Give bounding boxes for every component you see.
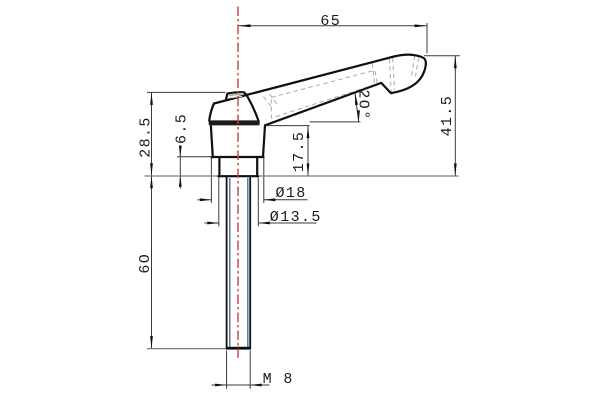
svg-text:6O: 6O [137,253,154,274]
svg-text:17.5: 17.5 [291,131,308,173]
svg-text:6.5: 6.5 [174,113,191,144]
svg-text:28.5: 28.5 [138,116,155,158]
svg-text:M 8: M 8 [263,371,294,388]
svg-text:Ø18: Ø18 [276,185,307,202]
svg-text:2O°: 2O° [354,89,371,120]
svg-text:41.5: 41.5 [439,95,456,137]
svg-text:Ø13.5: Ø13.5 [270,209,322,226]
svg-text:65: 65 [320,13,341,30]
